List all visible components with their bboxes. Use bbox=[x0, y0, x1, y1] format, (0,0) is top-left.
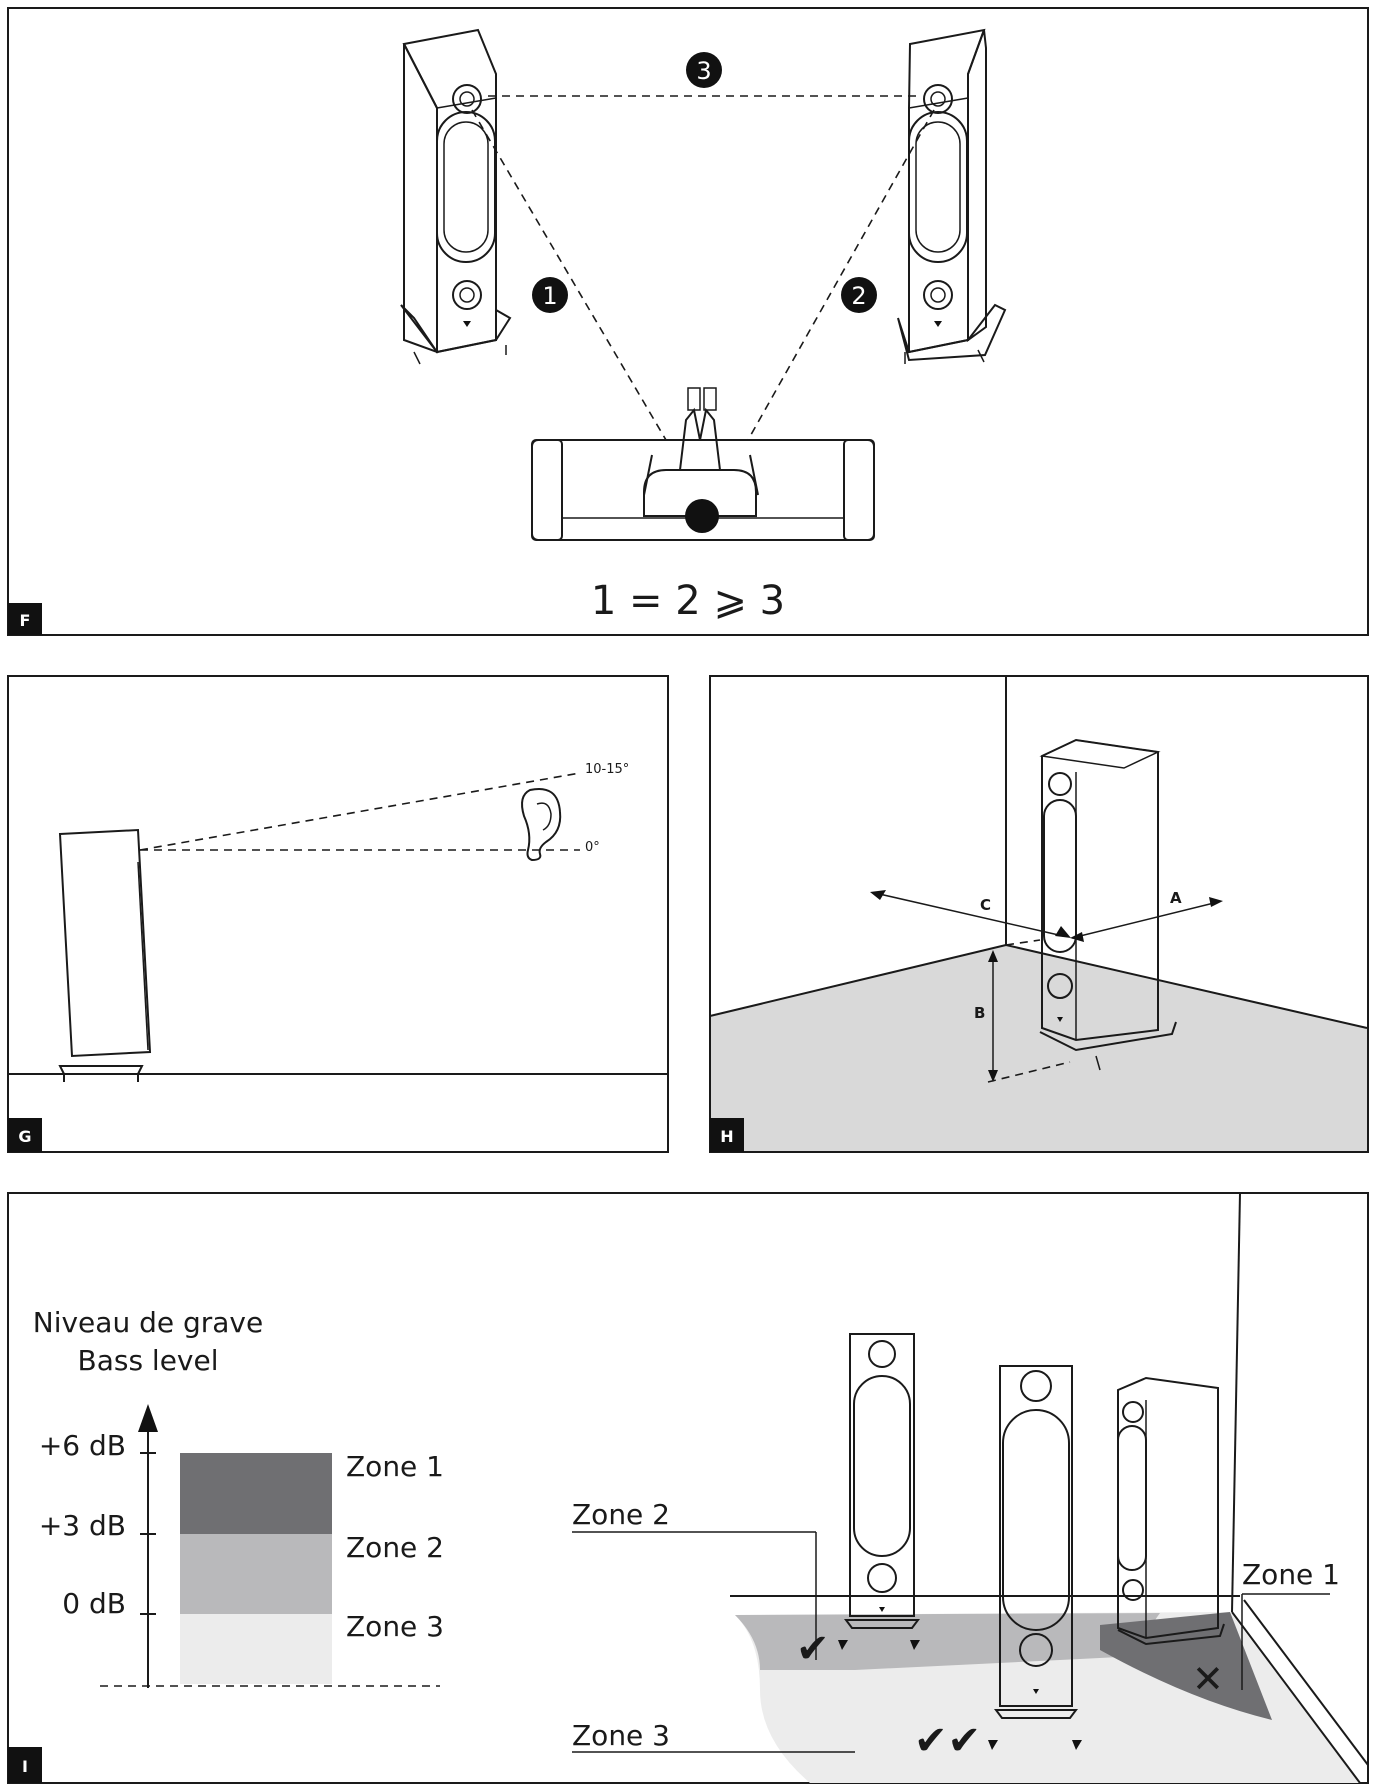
panel-g: G 10-15° 0° bbox=[7, 675, 669, 1153]
listener bbox=[643, 387, 759, 533]
marker-3: 3 bbox=[686, 52, 722, 88]
room-speaker-zone1 bbox=[1117, 1376, 1225, 1646]
double-check-icon: ✔✔ bbox=[914, 1718, 981, 1764]
angle-lower-label: 0° bbox=[585, 840, 600, 855]
label-b: B bbox=[974, 1004, 985, 1022]
panel-f-frame bbox=[7, 7, 1369, 636]
panel-f-letter: F bbox=[20, 611, 31, 630]
distance-equation: 1 = 2 ⩾ 3 bbox=[591, 578, 785, 624]
panel-h-letter: H bbox=[720, 1127, 733, 1146]
distance-a bbox=[1071, 901, 1219, 939]
left-speaker bbox=[400, 28, 512, 365]
zone-2-band bbox=[180, 1534, 332, 1614]
panel-g-letter: G bbox=[18, 1127, 31, 1146]
distance-line-2 bbox=[747, 109, 935, 441]
zone-3-band bbox=[180, 1614, 332, 1684]
label-c: C bbox=[980, 896, 991, 914]
tilted-speaker bbox=[58, 828, 152, 1082]
room-speaker-zone2 bbox=[838, 1333, 920, 1650]
room-zone-1-label: Zone 1 bbox=[1242, 1558, 1340, 1591]
panel-g-frame bbox=[7, 675, 669, 1153]
svg-text:2: 2 bbox=[851, 282, 866, 310]
panel-h: H A B C bbox=[709, 675, 1369, 1153]
tilt-line bbox=[139, 772, 581, 851]
scale-arrow bbox=[138, 1404, 158, 1432]
ear-icon bbox=[521, 788, 562, 862]
label-a: A bbox=[1170, 889, 1182, 907]
check-icon: ✔ bbox=[796, 1626, 830, 1672]
panel-i: I Niveau de grave Bass level +6 dB +3 dB… bbox=[7, 1192, 1369, 1784]
scale-title-fr: Niveau de grave bbox=[33, 1306, 263, 1339]
right-speaker bbox=[897, 28, 1007, 364]
distance-c bbox=[874, 892, 1064, 937]
panel-i-letter-box bbox=[8, 1747, 42, 1783]
panel-g-letter-box bbox=[8, 1118, 42, 1152]
svg-text:1: 1 bbox=[542, 282, 557, 310]
marker-1: 1 bbox=[532, 277, 568, 313]
panel-i-letter: I bbox=[22, 1757, 28, 1776]
panel-f-letter-box bbox=[8, 603, 42, 635]
level-plus6: +6 dB bbox=[39, 1429, 126, 1462]
svg-text:3: 3 bbox=[696, 57, 711, 85]
angle-upper-label: 10-15° bbox=[585, 762, 629, 777]
sofa bbox=[531, 439, 875, 541]
room-zone-2-label: Zone 2 bbox=[572, 1498, 670, 1531]
level-plus3: +3 dB bbox=[39, 1509, 126, 1542]
scale-title-en: Bass level bbox=[77, 1344, 218, 1377]
corner-speaker bbox=[1039, 738, 1177, 1071]
zone-1-label: Zone 1 bbox=[346, 1450, 444, 1483]
room-zone-3-label: Zone 3 bbox=[572, 1719, 670, 1752]
cross-icon: ✕ bbox=[1192, 1657, 1224, 1701]
distance-line-1 bbox=[471, 109, 667, 441]
panel-i-frame bbox=[7, 1192, 1369, 1784]
floor-area bbox=[711, 945, 1367, 1151]
panel-h-frame bbox=[709, 675, 1369, 1153]
zone-3-label: Zone 3 bbox=[346, 1610, 444, 1643]
zone-2-label: Zone 2 bbox=[346, 1531, 444, 1564]
marker-2: 2 bbox=[841, 277, 877, 313]
room-speaker-zone3 bbox=[988, 1365, 1082, 1750]
level-0: 0 dB bbox=[62, 1587, 126, 1620]
panel-h-letter-box bbox=[710, 1118, 744, 1152]
panel-f: F bbox=[7, 7, 1369, 636]
room-zone-1-area bbox=[1100, 1612, 1272, 1720]
zone-1-band bbox=[180, 1453, 332, 1534]
